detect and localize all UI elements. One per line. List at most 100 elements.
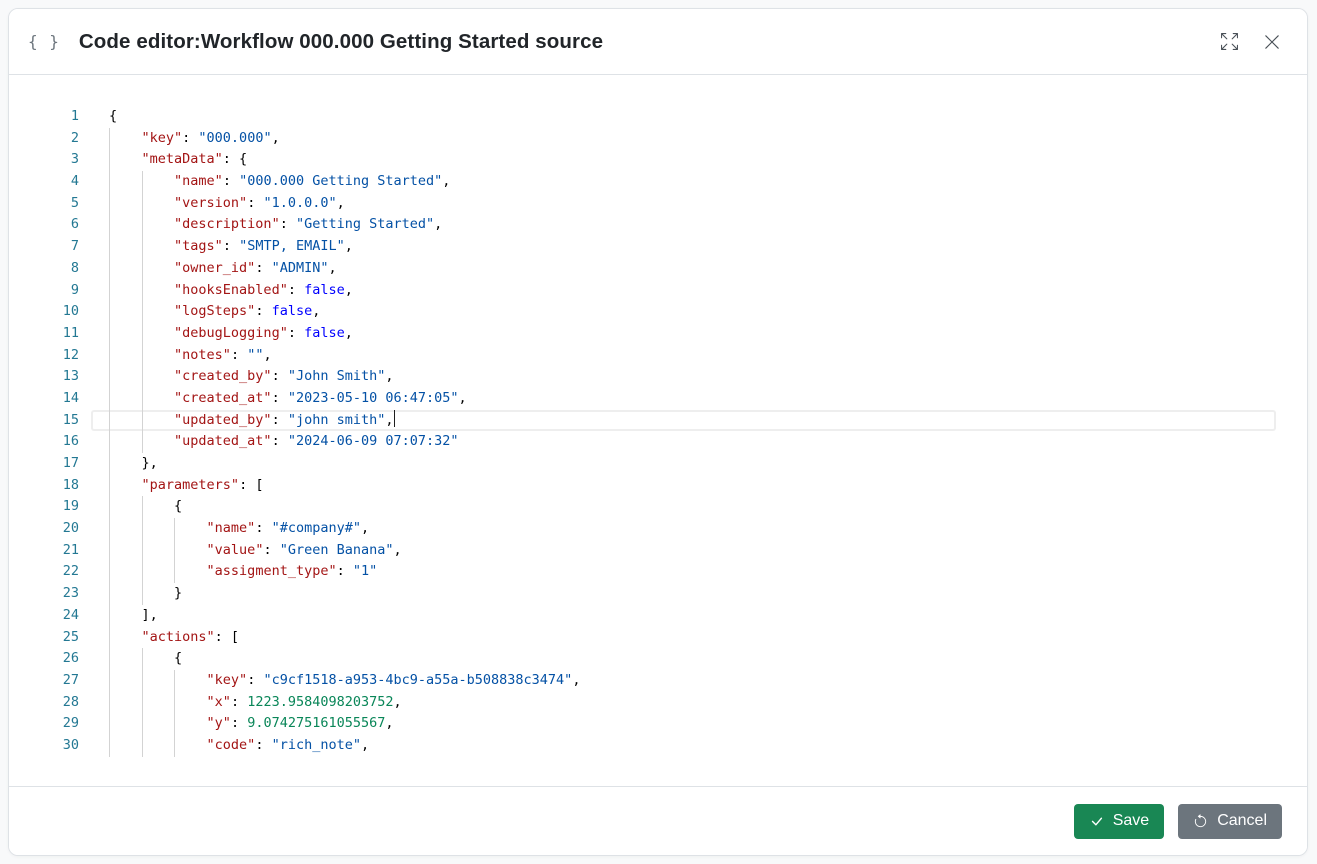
code-line[interactable]: 26 { [9, 648, 1307, 670]
code-line-content[interactable]: "created_by": "John Smith", [91, 366, 1276, 388]
code-line-content[interactable]: "updated_by": "john smith", [91, 409, 1276, 432]
code-line-content[interactable]: "name": "000.000 Getting Started", [91, 171, 1276, 193]
code-line-content[interactable]: "created_at": "2023-05-10 06:47:05", [91, 387, 1276, 410]
code-line-content[interactable]: "parameters": [ [91, 474, 1276, 497]
code-line[interactable]: 7 "tags": "SMTP, EMAIL", [9, 236, 1307, 258]
line-number[interactable]: 8 [70, 259, 79, 276]
code-line[interactable]: 3 "metaData": { [9, 149, 1307, 172]
code-line-content[interactable]: { [109, 108, 118, 124]
code-line[interactable]: 13 "created_by": "John Smith", [9, 366, 1307, 388]
code-line-content[interactable]: "notes": "", [91, 344, 1276, 367]
code-line-content[interactable]: "y": 9.074275161055567, [91, 713, 1276, 735]
code-line-content[interactable]: ], [91, 604, 1276, 627]
line-number[interactable]: 11 [62, 324, 79, 341]
line-number[interactable]: 24 [62, 606, 79, 623]
line-number[interactable]: 12 [62, 346, 79, 363]
code-line[interactable]: 21 "value": "Green Banana", [9, 539, 1307, 562]
code-line[interactable]: 28 "x": 1223.9584098203752, [9, 691, 1307, 714]
line-number[interactable]: 17 [62, 455, 79, 471]
code-line[interactable]: 8 "owner_id": "ADMIN", [9, 257, 1307, 280]
line-number[interactable]: 29 [62, 715, 79, 732]
code-line[interactable]: 24 ], [9, 604, 1307, 627]
code-line[interactable]: 20 "name": "#company#", [9, 518, 1307, 540]
indent-guide-line [109, 518, 110, 540]
code-line[interactable]: 11 "debugLogging": false, [9, 322, 1307, 345]
code-line-content[interactable]: "updated_at": "2024-06-09 07:07:32" [91, 431, 1276, 453]
line-number[interactable]: 6 [70, 216, 79, 233]
line-number[interactable]: 27 [62, 671, 79, 688]
line-number[interactable]: 3 [70, 151, 79, 168]
line-number[interactable]: 14 [62, 389, 79, 406]
code-line-content[interactable]: "owner_id": "ADMIN", [91, 257, 1276, 280]
line-number[interactable]: 23 [62, 585, 79, 602]
code-editor[interactable]: 1{2 "key": "000.000",3 "metaData": {4 "n… [9, 75, 1307, 786]
line-number[interactable]: 15 [62, 411, 79, 428]
line-number[interactable]: 10 [62, 303, 79, 320]
code-line-content[interactable]: "version": "1.0.0.0", [91, 192, 1276, 215]
code-line-content[interactable]: "debugLogging": false, [91, 322, 1276, 345]
code-line[interactable]: 29 "y": 9.074275161055567, [9, 713, 1307, 735]
line-number[interactable]: 18 [62, 476, 79, 493]
code-line[interactable]: 19 { [9, 496, 1307, 519]
code-line[interactable]: 27 "key": "c9cf1518-a953-4bc9-a55a-b5088… [9, 669, 1307, 692]
code-line-content[interactable]: "description": "Getting Started", [91, 214, 1276, 237]
line-number[interactable]: 16 [62, 433, 79, 450]
code-line-content[interactable]: "hooksEnabled": false, [91, 279, 1276, 302]
code-line[interactable]: 17 }, [9, 453, 1307, 475]
code-line[interactable]: 25 "actions": [ [9, 626, 1307, 649]
code-line-content[interactable]: "tags": "SMTP, EMAIL", [91, 236, 1276, 258]
save-button[interactable]: Save [1073, 803, 1165, 839]
code-line[interactable]: 30 "code": "rich_note", [9, 734, 1307, 757]
code-line[interactable]: 12 "notes": "", [9, 344, 1307, 367]
code-line[interactable]: 10 "logSteps": false, [9, 301, 1307, 323]
code-line-content[interactable]: } [91, 583, 1276, 605]
code-line[interactable]: 5 "version": "1.0.0.0", [9, 192, 1307, 215]
line-number[interactable]: 2 [70, 129, 79, 146]
code-line[interactable]: 16 "updated_at": "2024-06-09 07:07:32" [9, 431, 1307, 453]
code-line[interactable]: 4 "name": "000.000 Getting Started", [9, 171, 1307, 193]
line-number[interactable]: 21 [62, 541, 79, 558]
code-line[interactable]: 14 "created_at": "2023-05-10 06:47:05", [9, 387, 1307, 410]
code-line-content[interactable]: "assigment_type": "1" [91, 561, 1276, 584]
code-line-content[interactable]: "logSteps": false, [91, 301, 1276, 323]
modal-header: { } Code editor:Workflow 000.000 Getting… [9, 9, 1307, 75]
cancel-button[interactable]: Cancel [1178, 803, 1282, 839]
line-number[interactable]: 28 [62, 693, 79, 710]
code-line-content[interactable]: }, [91, 453, 1276, 475]
code-line-content[interactable]: "value": "Green Banana", [91, 539, 1276, 562]
code-line[interactable]: 9 "hooksEnabled": false, [9, 279, 1307, 302]
line-number[interactable]: 20 [62, 520, 79, 537]
line-number[interactable]: 13 [62, 368, 79, 385]
code-editor-modal: { } Code editor:Workflow 000.000 Getting… [8, 8, 1308, 856]
code-line[interactable]: 6 "description": "Getting Started", [9, 214, 1307, 237]
line-number[interactable]: 4 [70, 173, 79, 190]
code-line-content[interactable]: "code": "rich_note", [91, 734, 1276, 757]
code-line[interactable]: 23 } [9, 583, 1307, 605]
code-line-content[interactable]: "key": "000.000", [91, 127, 1276, 150]
line-number[interactable]: 9 [70, 281, 79, 298]
line-number[interactable]: 19 [62, 498, 79, 515]
line-number[interactable]: 5 [70, 194, 79, 211]
code-line-content[interactable]: { [91, 496, 1276, 519]
line-number[interactable]: 22 [62, 563, 79, 580]
code-line[interactable]: 18 "parameters": [ [9, 474, 1307, 497]
indent-guide-line [109, 214, 110, 237]
line-number[interactable]: 26 [62, 650, 79, 667]
code-line[interactable]: 22 "assigment_type": "1" [9, 561, 1307, 584]
code-line-content[interactable]: { [91, 648, 1276, 670]
indent-guide-line [141, 669, 143, 692]
line-number[interactable]: 7 [70, 238, 79, 255]
line-number[interactable]: 25 [62, 628, 79, 645]
code-line-content[interactable]: "key": "c9cf1518-a953-4bc9-a55a-b508838c… [91, 669, 1276, 692]
code-line[interactable]: 2 "key": "000.000", [9, 127, 1307, 150]
line-number[interactable]: 30 [62, 736, 79, 753]
code-line[interactable]: 1{ [9, 106, 1307, 128]
code-line-content[interactable]: "actions": [ [91, 626, 1276, 649]
fullscreen-button[interactable] [1219, 31, 1240, 52]
close-button[interactable] [1261, 31, 1283, 53]
code-line[interactable]: 15 "updated_by": "john smith", [9, 409, 1307, 432]
code-line-content[interactable]: "name": "#company#", [91, 518, 1276, 540]
code-line-content[interactable]: "x": 1223.9584098203752, [91, 691, 1276, 714]
code-line-content[interactable]: "metaData": { [91, 149, 1276, 172]
line-number[interactable]: 1 [70, 108, 79, 124]
